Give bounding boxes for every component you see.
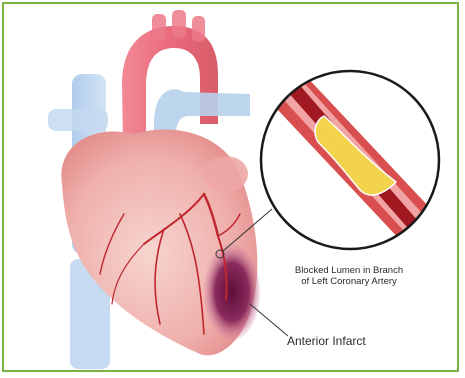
- blocked-lumen-label: Blocked Lumen in Branch of Left Coronary…: [274, 266, 424, 288]
- magnified-artery: [244, 71, 459, 251]
- infarct-region: [204, 244, 260, 340]
- infarct-leader-line: [250, 304, 288, 336]
- aorta-branch-2: [172, 10, 186, 38]
- blocked-lumen-line-2: of Left Coronary Artery: [274, 277, 424, 288]
- atrium-shape: [204, 156, 248, 192]
- aorta-branch-3: [192, 16, 205, 42]
- aorta-branch-1: [152, 14, 166, 40]
- image-frame: Blocked Lumen in Branch of Left Coronary…: [2, 2, 459, 372]
- heart-illustration: [4, 4, 459, 372]
- pulmonary-vein-shape: [48, 109, 108, 131]
- anterior-infarct-label: Anterior Infarct: [287, 335, 366, 349]
